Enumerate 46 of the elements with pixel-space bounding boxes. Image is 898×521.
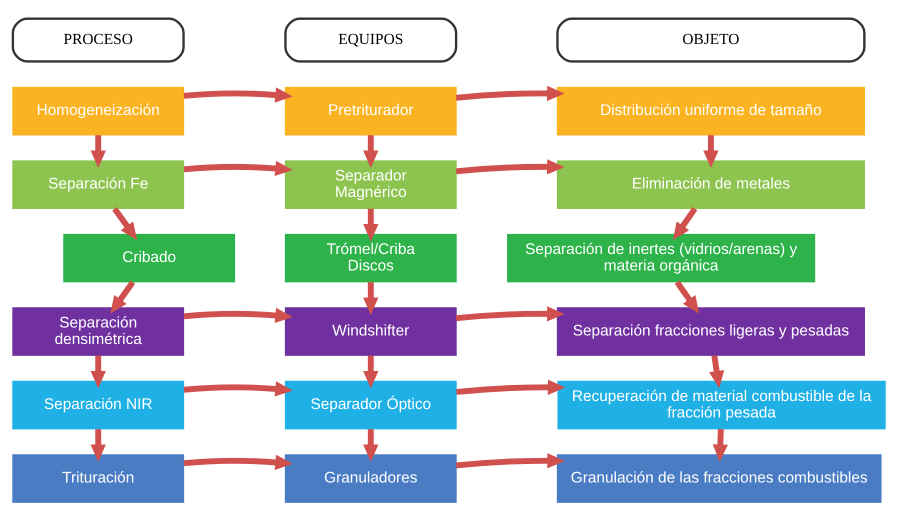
node-box: Recuperación de material combustible de la fracción pesada [557, 380, 886, 430]
arrow [90, 356, 106, 388]
arrow [709, 355, 724, 388]
arrow [703, 135, 719, 168]
node-box: Granulación de las fracciones combustibles [556, 454, 882, 503]
node-box: Separación NIR [12, 380, 184, 430]
arrow [184, 381, 293, 396]
arrow [110, 280, 136, 314]
node-box: Homogeneización [12, 86, 184, 136]
node-box: OBJETO [556, 18, 866, 63]
node-box: EQUIPOS [284, 18, 458, 63]
node-box: Windshifter [284, 307, 457, 356]
arrow [674, 280, 700, 314]
arrow [363, 208, 378, 242]
arrow [363, 282, 378, 315]
node-box: Separación de inertes (vidrios/arenas) y materia orgánica [507, 234, 816, 282]
arrow [363, 356, 378, 388]
arrow [456, 306, 565, 322]
node-box: Separador Magnérico [284, 160, 457, 209]
arrow [456, 159, 565, 175]
arrow [672, 207, 698, 240]
arrow [90, 429, 106, 462]
node-box: Separación Fe [12, 160, 184, 209]
node-box: Pretriturador [284, 86, 457, 136]
node-box: Distribución uniforme de tamaño [556, 86, 865, 136]
arrow [112, 207, 138, 240]
arrow [184, 308, 293, 323]
node-box: PROCESO [12, 18, 185, 63]
arrow [456, 453, 565, 468]
arrow [712, 429, 728, 462]
node-box: Eliminación de metales [556, 160, 865, 209]
node-box: Separación fracciones ligeras y pesadas [556, 307, 865, 356]
node-box: Granuladores [284, 454, 457, 503]
node-box: Trómel/Criba Discos [284, 234, 457, 282]
arrow [184, 454, 293, 470]
node-box: Separador Óptico [284, 380, 457, 430]
arrow [184, 87, 293, 103]
node-box: Trituración [12, 454, 184, 503]
arrow [456, 380, 566, 395]
arrow [184, 160, 293, 176]
arrow [363, 135, 378, 168]
node-box: Cribado [63, 234, 236, 282]
arrow [363, 429, 378, 462]
node-box: Separación densimétrica [12, 307, 184, 356]
arrow [90, 135, 106, 168]
arrow [456, 86, 565, 102]
